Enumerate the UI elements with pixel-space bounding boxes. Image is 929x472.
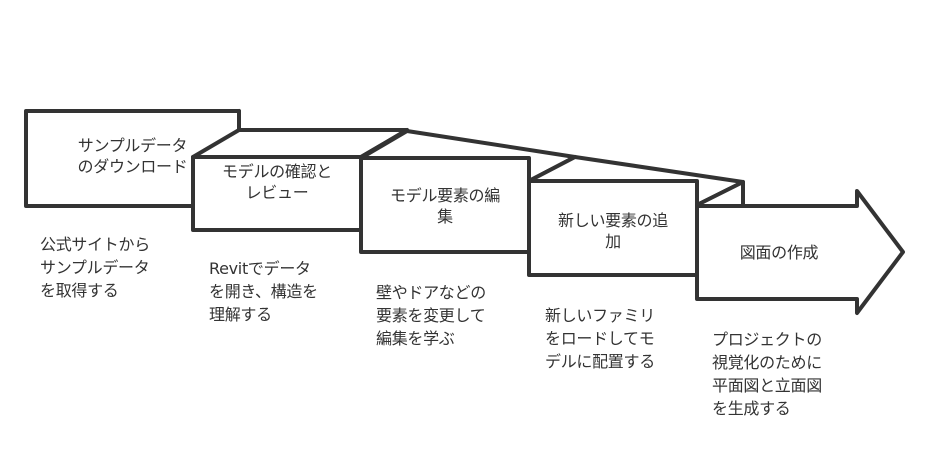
step-4-description: 新しいファミリ をロードしてモ デルに配置する	[545, 306, 655, 371]
step-3-label: モデル要素の編 集	[390, 186, 500, 226]
step-2-label: モデルの確認と レビュー	[222, 162, 332, 202]
step-1-description: 公式サイトから サンプルデータ を取得する	[40, 235, 150, 300]
step-5-label: 図面の作成	[739, 243, 819, 262]
step-5-arrow	[695, 189, 905, 315]
step-4-box	[527, 179, 699, 277]
step-2-description: Revitでデータ を開き、構造を 理解する	[209, 259, 318, 324]
step-3-description: 壁やドアなどの 要素を変更して 編集を学ぶ	[376, 283, 486, 348]
step-1-label: サンプルデータ のダウンロード	[77, 136, 188, 176]
step-2-box	[191, 155, 363, 232]
step-5-description: プロジェクトの 視覚化のために 平面図と立面図 を生成する	[712, 330, 822, 418]
step-4-label: 新しい要素の追 加	[558, 211, 668, 251]
